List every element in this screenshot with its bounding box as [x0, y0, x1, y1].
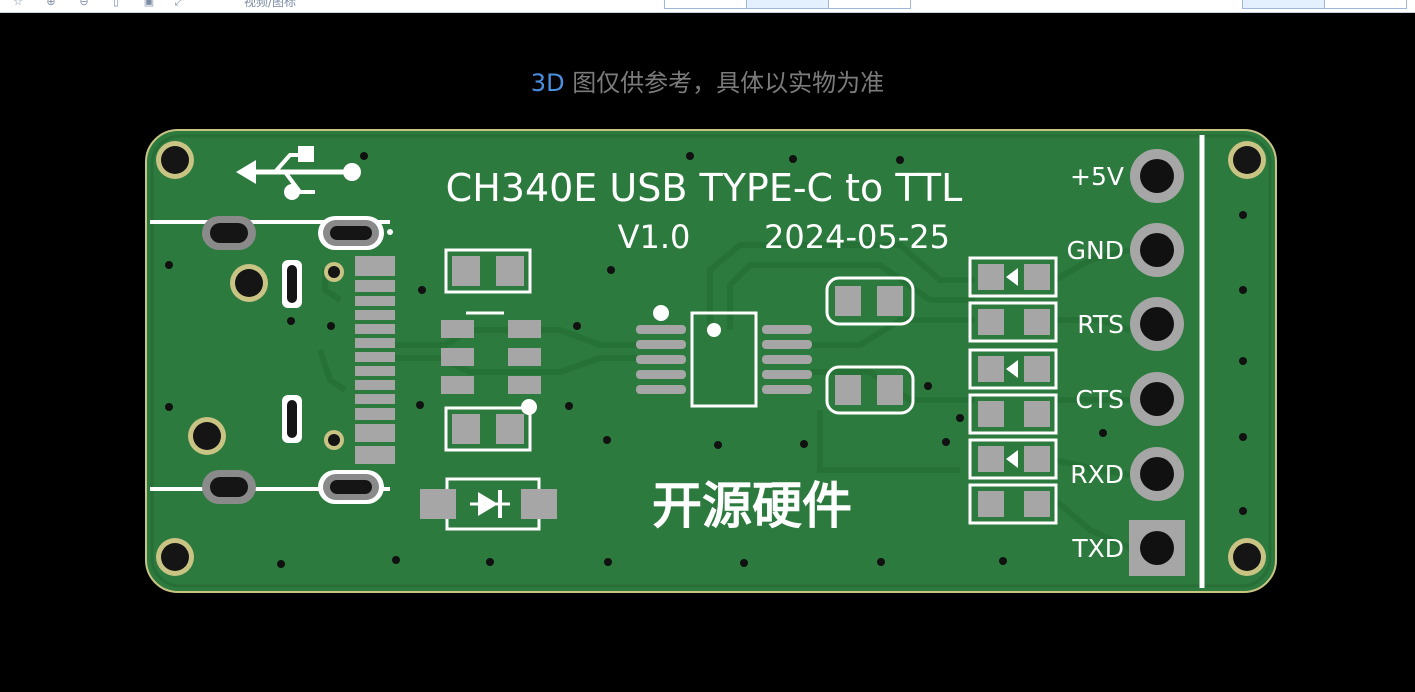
regulator-ic: [441, 320, 541, 394]
view-tabs: [664, 0, 911, 9]
side-tab-2[interactable]: [1325, 0, 1406, 8]
pin-label-txd: TXD: [1071, 534, 1124, 563]
board-title: CH340E USB TYPE-C to TTL: [446, 166, 963, 210]
capacitor-top: [444, 248, 532, 315]
capacitor-bottom: [444, 399, 537, 452]
pin-header: [1129, 135, 1205, 588]
mounting-holes: [156, 141, 1266, 576]
notice-accent: 3D: [530, 69, 565, 97]
vias: [165, 152, 1247, 568]
pin-labels: +5V GND RTS CTS RXD TXD: [1067, 162, 1124, 563]
view-tab-3[interactable]: [829, 0, 910, 8]
pcb-traces: [317, 242, 1132, 551]
board-date: 2024-05-25: [764, 218, 950, 256]
board-version: V1.0: [618, 218, 691, 256]
pin-label-5v: +5V: [1070, 162, 1124, 191]
zoom-in-icon[interactable]: ⊕: [46, 0, 56, 8]
notice-text: 图仅供参考，具体以实物为准: [572, 69, 885, 97]
usb-c-connector: [150, 216, 395, 504]
diode: [420, 477, 557, 531]
side-tabs: [1242, 0, 1407, 9]
led-resistor-stack: [968, 256, 1058, 525]
zoom-out-icon[interactable]: ⊖: [79, 0, 89, 8]
view-tab-1[interactable]: [665, 0, 747, 8]
ch340e-chip: [636, 305, 812, 408]
board-brand: 开源硬件: [652, 477, 852, 535]
image-icon[interactable]: ▣: [143, 0, 155, 8]
side-tab-1[interactable]: [1243, 0, 1325, 8]
pin-label-gnd: GND: [1067, 236, 1124, 265]
pin-label-rxd: RXD: [1070, 460, 1124, 489]
toolbar-label: 视频/图标: [244, 0, 297, 9]
star-icon[interactable]: ☆: [13, 0, 23, 8]
delete-icon[interactable]: ▯: [112, 0, 120, 8]
render-notice: 3D 图仅供参考，具体以实物为准: [0, 63, 1415, 98]
fit-icon[interactable]: ⤢: [174, 0, 184, 8]
usb-logo-icon: [236, 146, 361, 200]
pin-label-rts: RTS: [1077, 310, 1124, 339]
view-tab-2[interactable]: [747, 0, 829, 8]
pin-label-cts: CTS: [1075, 385, 1124, 414]
toolbar: ☆ ⊕ ⊖ ▯ ▣ ⤢ 视频/图标: [0, 0, 1415, 13]
capacitors-mid: [825, 276, 915, 415]
